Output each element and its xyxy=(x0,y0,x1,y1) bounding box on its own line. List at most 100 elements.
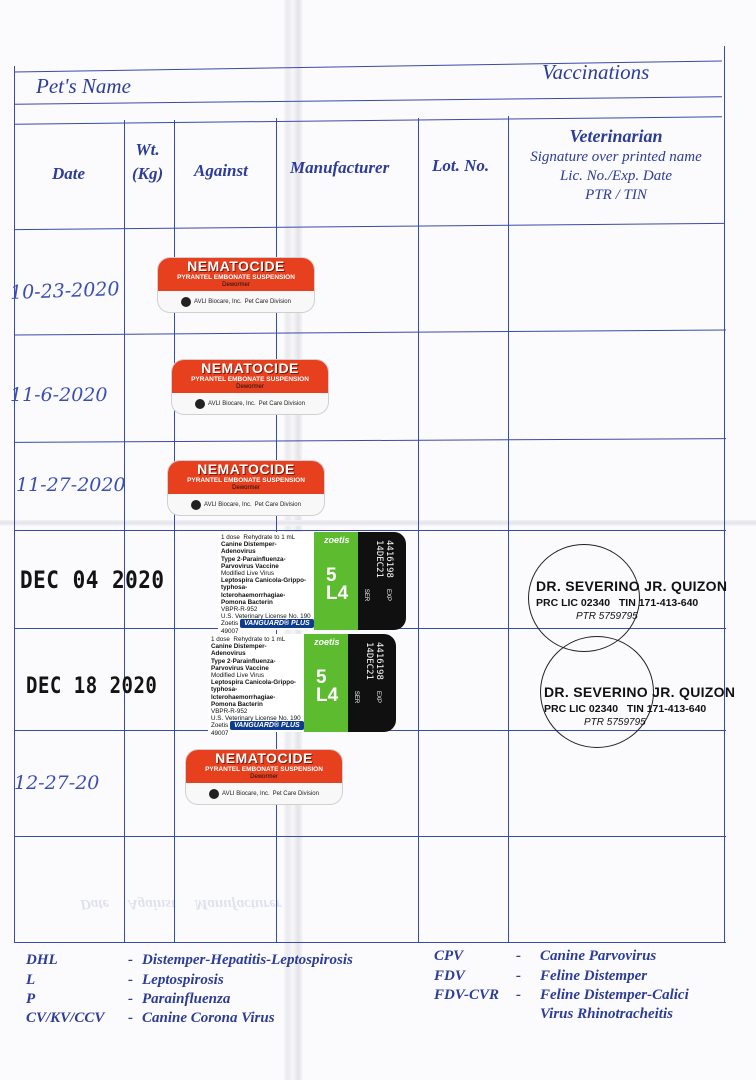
bleed-through-date: Date xyxy=(80,896,110,912)
vanguard-l4: Modified Live Virus xyxy=(221,570,275,578)
nematocide-sticker-1: NEMATOCIDE PYRANTEL EMBONATE SUSPENSION … xyxy=(158,258,314,312)
vanguard-l2: Type 2-Parainfluenza- xyxy=(221,555,286,563)
legend-abbr: L xyxy=(26,972,36,988)
col-header-vet-line2: Lic. No./Exp. Date xyxy=(559,168,673,184)
doctor-prc-lic: PRC LIC 02340 xyxy=(536,597,611,609)
paw-logo-icon xyxy=(181,296,192,307)
col-header-wt-line1: Wt. xyxy=(135,140,160,159)
nematocide-line1: PYRANTEL EMBONATE SUSPENSION xyxy=(191,376,309,383)
vanguard-lot-number: 4416198 xyxy=(384,540,394,578)
nematocide-brand: NEMATOCIDE xyxy=(201,360,299,376)
nematocide-band: NEMATOCIDE PYRANTEL EMBONATE SUSPENSION … xyxy=(168,461,324,494)
nematocide-band: NEMATOCIDE PYRANTEL EMBONATE SUSPENSION … xyxy=(186,750,342,783)
col-rule-wt xyxy=(124,120,125,942)
page-crease xyxy=(0,520,756,526)
col-rule-vet xyxy=(508,116,509,942)
vanguard-green-panel: zoetis 5 L4 xyxy=(314,532,358,630)
nematocide-maker: AVLI Biocare, Inc. xyxy=(194,298,242,305)
nematocide-division: Pet Care Division xyxy=(254,501,301,508)
legend-abbr: FDV-CVR xyxy=(434,987,500,1003)
legend-dash: - xyxy=(516,948,521,964)
nematocide-brand: NEMATOCIDE xyxy=(215,750,313,766)
doctor-tin: TIN 171-413-640 xyxy=(626,703,707,715)
legend-dash: - xyxy=(516,968,521,984)
vanguard-green-panel: zoetis 5 L4 xyxy=(304,634,348,732)
paw-logo-icon xyxy=(209,788,220,799)
legend-dash: - xyxy=(516,987,521,1003)
vanguard-l1: Canine Distemper-Adenovirus xyxy=(211,643,267,658)
vanguard-l9: U.S. Veterinary License No. 190 xyxy=(211,715,301,723)
col-header-lot: Lot. No. xyxy=(432,156,490,175)
vanguard-big-l4: L4 xyxy=(316,685,339,706)
nematocide-maker-row: AVLI Biocare, Inc. Pet Care Division xyxy=(186,783,342,804)
nematocide-line1: PYRANTEL EMBONATE SUSPENSION xyxy=(205,766,323,773)
rule-header-bottom xyxy=(14,222,724,231)
vanguard-exp-date: 14DEC21 xyxy=(364,642,374,680)
row-6-date: 12-27-20 xyxy=(14,772,100,794)
rule-row-6 xyxy=(14,836,726,837)
vanguard-rehydrate: Rehydrate to 1 mL xyxy=(243,534,296,541)
legend-dash: - xyxy=(128,1010,133,1026)
vanguard-big-l4: L4 xyxy=(326,583,349,604)
col-rule-lot xyxy=(418,118,419,942)
legend-dash: - xyxy=(128,991,133,1007)
rule-bottom xyxy=(14,942,726,943)
paw-logo-icon xyxy=(191,499,202,510)
legend-dash: - xyxy=(128,952,133,968)
legend-abbr: DHL xyxy=(26,952,58,968)
nematocide-brand: NEMATOCIDE xyxy=(187,258,285,274)
nematocide-line2: Dewormer xyxy=(250,774,278,780)
legend-desc: Parainfluenza xyxy=(142,991,231,1007)
legend-desc: Canine Corona Virus xyxy=(142,1010,275,1026)
nematocide-line2: Dewormer xyxy=(222,282,250,288)
col-header-wt-line2: (Kg) xyxy=(132,164,164,183)
legend-abbr: FDV xyxy=(434,968,465,984)
vanguard-plus-badge: VANGUARD® PLUS xyxy=(240,618,314,628)
zoetis-logo: zoetis xyxy=(324,535,350,545)
nematocide-division: Pet Care Division xyxy=(244,298,291,305)
vanguard-plus-badge: VANGUARD® PLUS xyxy=(230,720,304,730)
col-rule-right xyxy=(724,46,725,942)
legend-abbr: CPV xyxy=(434,948,464,964)
vanguard-l1: Canine Distemper-Adenovirus xyxy=(221,541,277,556)
bleed-through-header: Date Against Manufacturer xyxy=(80,895,282,912)
vanguard-label-text: 1 dose Rehydrate to 1 mL Canine Distempe… xyxy=(208,634,304,737)
doctor-tin: TIN 171-413-640 xyxy=(618,597,699,609)
vanguard-rehydrate: Rehydrate to 1 mL xyxy=(233,636,286,643)
vanguard-ser-label: SER xyxy=(363,588,370,602)
row-4-date: DEC 04 2020 xyxy=(20,566,165,594)
vanguard-sticker-1: 1 dose Rehydrate to 1 mL Canine Distempe… xyxy=(218,532,406,635)
nematocide-line1: PYRANTEL EMBONATE SUSPENSION xyxy=(187,477,305,484)
bleed-through-manufacturer: Manufacturer xyxy=(194,896,282,912)
nematocide-maker: AVLI Biocare, Inc. xyxy=(204,501,252,508)
vanguard-exp-label: EXP xyxy=(375,690,382,704)
nematocide-maker-row: AVLI Biocare, Inc. Pet Care Division xyxy=(168,494,324,515)
vanguard-l8: VBPR-R-952 xyxy=(211,708,248,716)
col-header-vet-title: Veterinarian xyxy=(569,126,663,146)
vanguard-l9: U.S. Veterinary License No. 190 xyxy=(221,613,311,621)
nematocide-maker-row: AVLI Biocare, Inc. Pet Care Division xyxy=(172,393,328,414)
vanguard-dose: 1 dose xyxy=(221,534,240,541)
col-header-vet-line1: Signature over printed name xyxy=(530,149,702,165)
zoetis-logo: zoetis xyxy=(314,637,340,647)
vanguard-l4: Modified Live Virus xyxy=(211,672,265,680)
legend-desc: Canine Parvovirus xyxy=(540,948,657,964)
col-rule-left xyxy=(14,66,15,942)
nematocide-sticker-2: NEMATOCIDE PYRANTEL EMBONATE SUSPENSION … xyxy=(172,360,328,414)
vanguard-big-5: 5 xyxy=(316,667,327,688)
legend-desc: Virus Rhinotracheitis xyxy=(540,1006,673,1022)
vanguard-label-text: 1 dose Rehydrate to 1 mL Canine Distempe… xyxy=(218,532,314,635)
nematocide-sticker-3: NEMATOCIDE PYRANTEL EMBONATE SUSPENSION … xyxy=(168,461,324,515)
doctor-name: DR. SEVERINO JR. QUIZON xyxy=(544,684,736,700)
vanguard-lot-block: 4416198 14DEC21 xyxy=(364,642,384,680)
nematocide-line1: PYRANTEL EMBONATE SUSPENSION xyxy=(177,274,295,281)
vanguard-black-panel: 4416198 14DEC21 SER EXP xyxy=(348,634,396,732)
vanguard-lot-number: 4416198 xyxy=(374,642,384,680)
rule-row-2 xyxy=(14,438,726,443)
doctor-stamp-1: DR. SEVERINO JR. QUIZON PRC LIC 02340 TI… xyxy=(536,578,727,622)
bleed-through-against: Against xyxy=(127,896,176,912)
nematocide-sticker-4: NEMATOCIDE PYRANTEL EMBONATE SUSPENSION … xyxy=(186,750,342,804)
nematocide-maker-row: AVLI Biocare, Inc. Pet Care Division xyxy=(158,291,314,312)
vanguard-lot-block: 4416198 14DEC21 xyxy=(374,540,394,578)
nematocide-brand: NEMATOCIDE xyxy=(197,461,295,477)
